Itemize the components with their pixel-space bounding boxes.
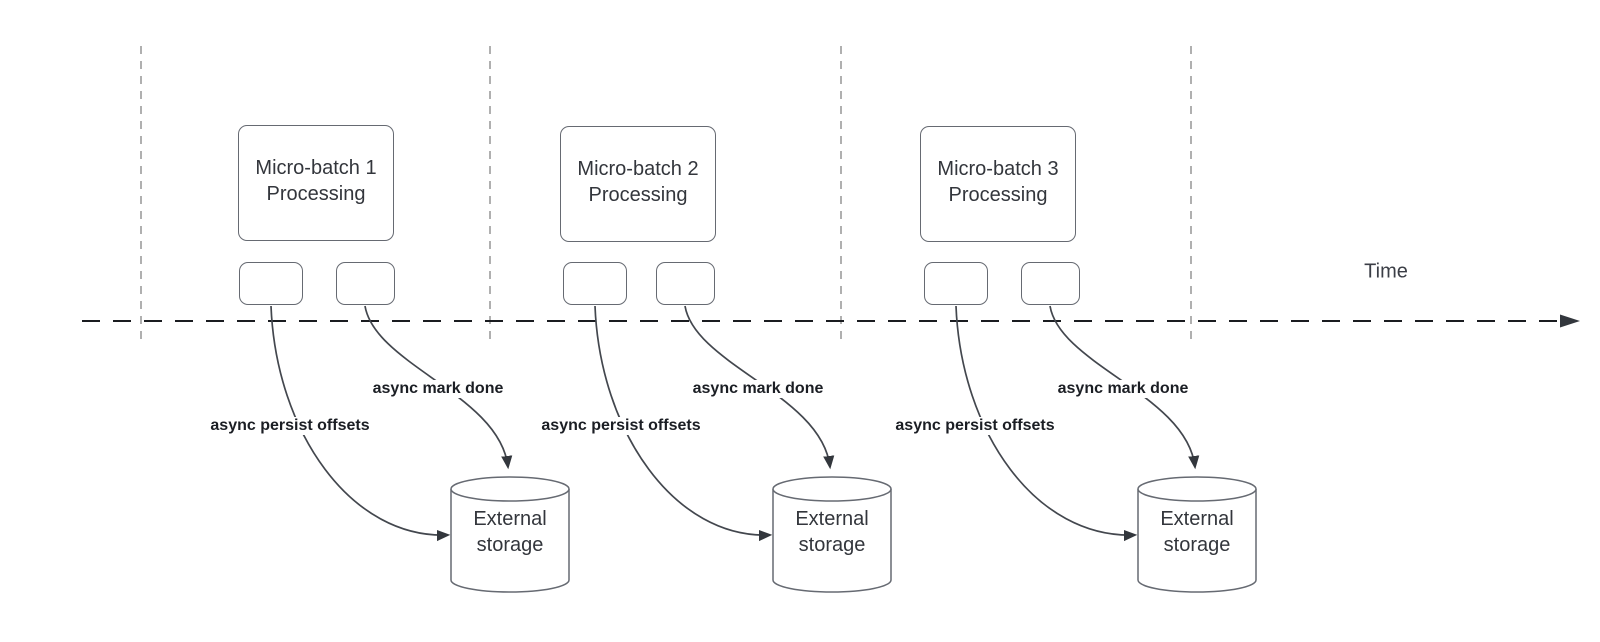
external-storage-label: External storage [795,508,869,556]
external-storage-cylinder [772,489,892,593]
persist-offsets-task-box [239,262,303,305]
persist-offsets-arrow [594,305,770,535]
persist-offsets-label: async persist offsets [892,417,1058,435]
timeline-arrowhead-icon [1560,314,1580,328]
persist-offsets-task-box [924,262,988,305]
mark-done-task-box [1021,262,1080,305]
micro-batch-processing-box: Micro-batch 3 Processing [920,126,1076,242]
micro-batch-processing-box: Micro-batch 2 Processing [560,126,716,242]
external-storage-cylinder-top [772,476,892,502]
micro-batch-processing-label: Micro-batch 1 Processing [255,157,377,205]
external-storage-cylinder-top [450,476,570,502]
micro-batch-processing-box: Micro-batch 1 Processing [238,125,394,241]
external-storage-label: External storage [1160,508,1234,556]
external-storage-cylinder [450,489,570,593]
micro-batch-processing-label: Micro-batch 2 Processing [577,158,699,206]
mark-done-task-box [336,262,395,305]
persist-offsets-arrow [955,305,1135,535]
external-storage-cylinder-top [1137,476,1257,502]
mark-done-label: async mark done [369,380,507,398]
persist-offsets-label: async persist offsets [207,417,373,435]
time-axis-label: Time [1364,260,1408,283]
mark-done-label: async mark done [1054,380,1192,398]
mark-done-task-box [656,262,715,305]
persist-offsets-label: async persist offsets [538,417,704,435]
external-storage-label: External storage [473,508,547,556]
micro-batch-processing-label: Micro-batch 3 Processing [937,158,1059,206]
mark-done-label: async mark done [689,380,827,398]
persist-offsets-arrow [270,305,448,535]
persist-offsets-task-box [563,262,627,305]
external-storage-cylinder [1137,489,1257,593]
